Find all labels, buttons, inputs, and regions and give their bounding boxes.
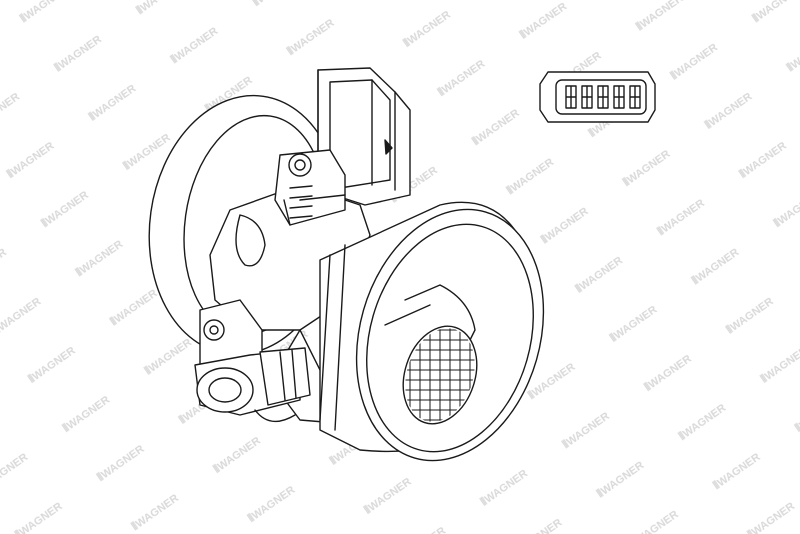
body-ribs [319,244,346,431]
connector-pin-contact [566,86,576,108]
connector-pin-contact [582,86,592,108]
connector-pin-contact [614,86,624,108]
connector-pin-contact [630,86,640,108]
connector-pin-contact [598,86,608,108]
side-connector-bracket [194,299,311,423]
top-connector-housing [274,67,411,226]
connector-pins [565,85,641,109]
flow-grid [399,319,481,431]
